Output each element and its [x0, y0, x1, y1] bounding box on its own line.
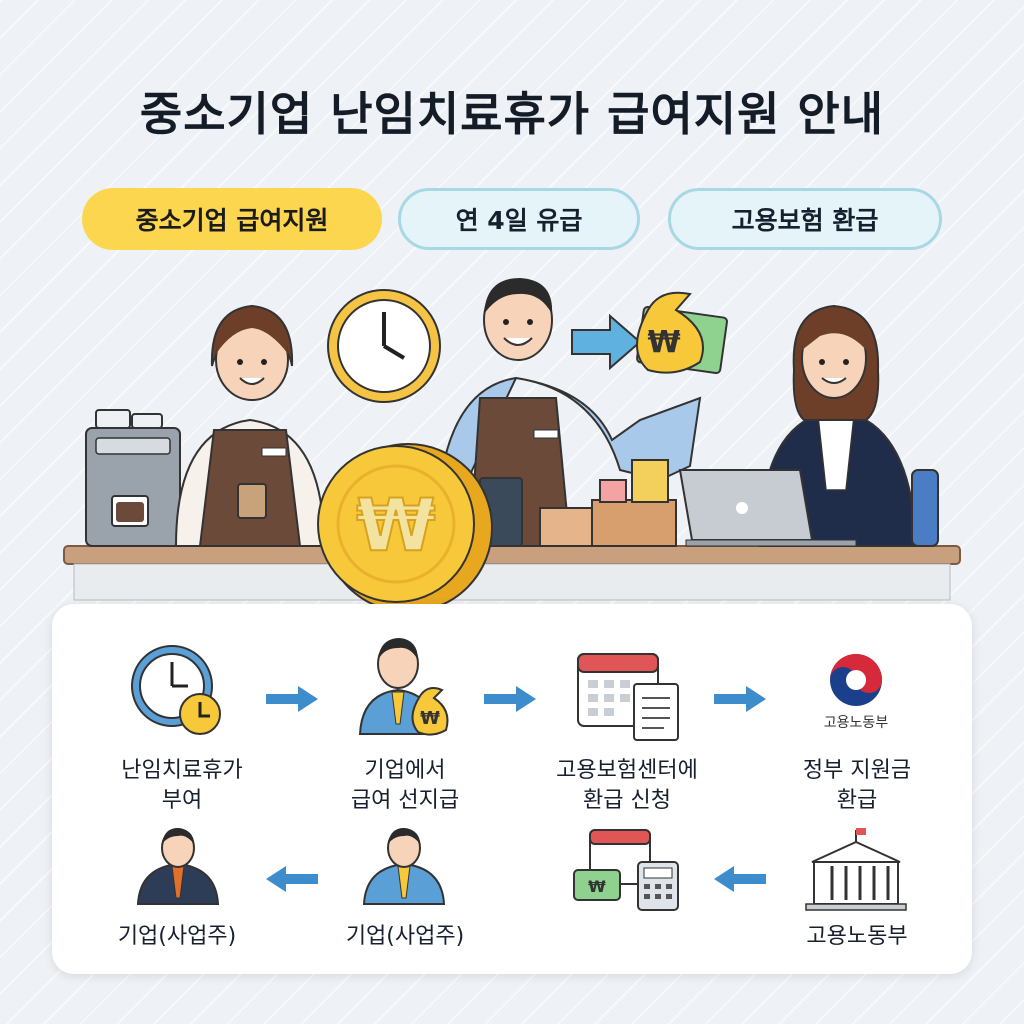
- right-arrow-icon: [484, 686, 536, 712]
- step2-line2: 급여 선지급: [350, 788, 460, 813]
- won-coin-icon: ₩: [317, 443, 493, 610]
- step1-label: 난임치료휴가 부여: [72, 756, 292, 816]
- ministry-logo-icon: [830, 654, 882, 706]
- step3-label: 고용보험센터에 환급 신청: [522, 756, 732, 816]
- bottom1-label: 기업(사업주): [117, 924, 237, 949]
- svg-text:₩: ₩: [647, 325, 680, 360]
- step4-line2: 환급: [836, 788, 878, 813]
- government-building-icon: [805, 828, 907, 911]
- tag-insurance-refund: 고용보험 환급: [668, 188, 942, 250]
- step4-line1: 정부 지원금: [802, 758, 912, 783]
- ministry-logo-text: 고용노동부: [823, 715, 889, 731]
- step2-label: 기업에서 급여 선지급: [300, 756, 510, 816]
- laptop-icon: [678, 469, 857, 547]
- bottom3-label: 고용노동부: [806, 924, 908, 949]
- step1-line1: 난임치료휴가: [121, 758, 243, 783]
- counter: [63, 545, 961, 565]
- process-panel: 난임치료휴가 부여 ₩ 기업에서 급여 선지급 고용보험센터에 환급 신청: [52, 604, 972, 974]
- calendar-document-icon: [577, 653, 679, 741]
- svg-text:₩: ₩: [420, 708, 440, 729]
- step4-label: 정부 지원금 환급: [752, 756, 962, 816]
- left-arrow-icon: [266, 866, 318, 892]
- coffee-machine-icon: [85, 409, 181, 547]
- wall-clock-icon: [327, 289, 441, 403]
- svg-text:₩: ₩: [356, 483, 435, 567]
- svg-text:₩: ₩: [588, 877, 606, 896]
- businessman-icon: [136, 828, 220, 905]
- calendar-money-calculator-icon: ₩: [573, 829, 679, 911]
- step2-line1: 기업에서: [364, 758, 446, 783]
- tag-paid-days: 연 4일 유급: [398, 188, 640, 250]
- barista-woman-illustration: [174, 304, 326, 547]
- step3-line2: 환급 신청: [583, 788, 671, 813]
- right-arrow-icon: [714, 686, 766, 712]
- page-title: 중소기업 난임치료휴가 급여지원 안내: [139, 87, 885, 141]
- businessman-moneybag-icon: ₩: [358, 638, 449, 736]
- money-bag-icon: ₩: [636, 291, 728, 375]
- right-arrow-icon: [571, 313, 642, 371]
- office-illustration: ₩ ₩: [63, 278, 961, 610]
- step3-line1: 고용보험센터에: [556, 758, 698, 783]
- clock-icon: [131, 645, 221, 735]
- employee-icon: [362, 828, 446, 905]
- bottom2-label: 기업(사업주): [345, 924, 465, 949]
- tag-sme-wage-support: 중소기업 급여지원: [82, 188, 382, 250]
- right-arrow-icon: [266, 686, 318, 712]
- left-arrow-icon: [714, 866, 766, 892]
- step1-line2: 부여: [161, 788, 203, 813]
